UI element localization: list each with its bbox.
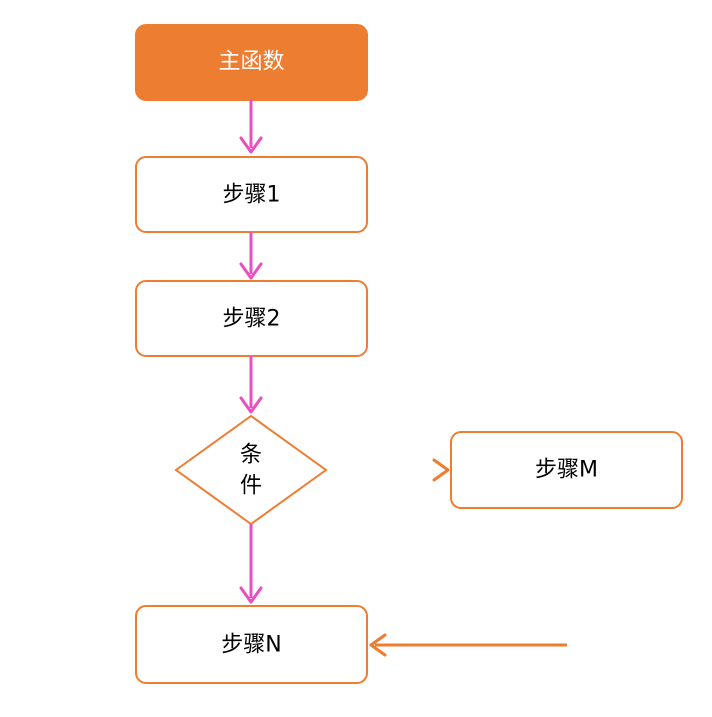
stepM-label: 步骤M xyxy=(535,458,598,483)
stepM-node: 步骤M xyxy=(450,431,683,509)
stepN-box xyxy=(135,605,368,684)
stepN-node: 步骤N xyxy=(135,605,368,684)
condition-label-line1: 条 xyxy=(240,443,262,468)
arrow-condition-to-stepM xyxy=(326,458,450,482)
stepN-label: 步骤N xyxy=(221,633,281,658)
arrow-step1-to-step2 xyxy=(239,232,263,280)
step2-node: 步骤2 xyxy=(135,280,368,357)
arrow-stepM-to-stepN xyxy=(369,508,568,657)
condition-label-line2: 件 xyxy=(240,474,262,499)
step1-label: 步骤1 xyxy=(223,183,281,208)
main-function-label: 主函数 xyxy=(218,50,284,75)
arrow-main-to-step1 xyxy=(239,100,263,154)
arrow-step2-to-condition xyxy=(239,356,263,414)
main-function-node: 主函数 xyxy=(135,24,368,101)
condition-node: 条 件 xyxy=(174,414,328,526)
arrow-condition-to-stepN xyxy=(239,524,263,604)
step1-node: 步骤1 xyxy=(135,156,368,233)
condition-diamond xyxy=(174,414,328,526)
step2-label: 步骤2 xyxy=(223,307,281,332)
